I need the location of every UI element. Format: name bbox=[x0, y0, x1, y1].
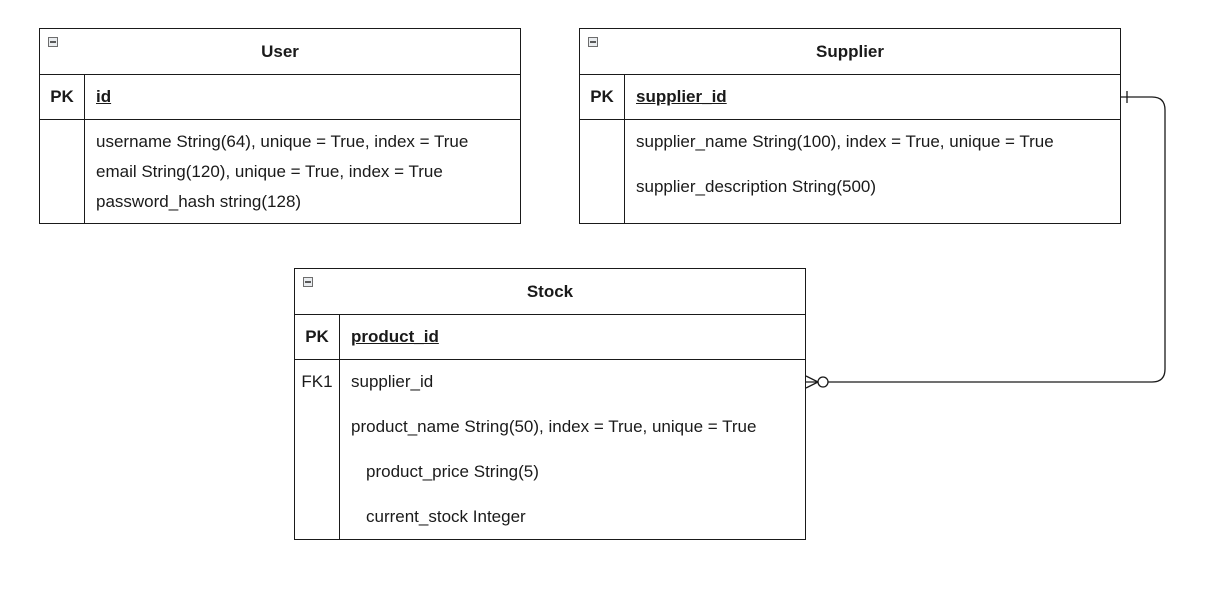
key-column bbox=[40, 120, 85, 223]
attributes-area: username String(64), unique = True, inde… bbox=[40, 120, 520, 223]
collapse-minus-icon[interactable] bbox=[588, 37, 598, 47]
attribute: product_name String(50), index = True, u… bbox=[351, 417, 757, 436]
collapse-minus-icon[interactable] bbox=[48, 37, 58, 47]
key-column: PK bbox=[40, 74, 85, 119]
entity-title: Supplier bbox=[580, 29, 1120, 75]
attributes-area: FK1 supplier_id product_name String(50),… bbox=[295, 360, 805, 539]
key-column: PK bbox=[295, 314, 340, 359]
key-column bbox=[580, 120, 625, 223]
entity-stock[interactable]: Stock PK product_id FK1 supplier_id prod… bbox=[294, 268, 806, 540]
entity-title: Stock bbox=[295, 269, 805, 315]
attribute: password_hash string(128) bbox=[96, 192, 302, 211]
pk-label: PK bbox=[50, 86, 74, 106]
attribute: username String(64), unique = True, inde… bbox=[96, 132, 469, 151]
attribute: current_stock Integer bbox=[366, 507, 526, 526]
key-column: FK1 bbox=[295, 360, 340, 539]
fk-label: FK1 bbox=[301, 372, 333, 391]
collapse-minus-icon[interactable] bbox=[303, 277, 313, 287]
primary-key-row: PK product_id bbox=[295, 314, 805, 360]
pk-label: PK bbox=[305, 326, 329, 346]
entity-user[interactable]: User PK id username String(64), unique =… bbox=[39, 28, 521, 224]
pk-field: supplier_id bbox=[636, 86, 727, 106]
pk-label: PK bbox=[590, 86, 614, 106]
entity-supplier[interactable]: Supplier PK supplier_id supplier_name St… bbox=[579, 28, 1121, 224]
attribute: email String(120), unique = True, index … bbox=[96, 162, 443, 181]
relationship-line[interactable] bbox=[806, 96, 1166, 383]
zero-or-many-marker bbox=[805, 375, 829, 389]
primary-key-row: PK id bbox=[40, 74, 520, 120]
attribute: supplier_id bbox=[351, 372, 434, 391]
attributes-area: supplier_name String(100), index = True,… bbox=[580, 120, 1120, 223]
attribute: product_price String(5) bbox=[366, 462, 539, 481]
key-column: PK bbox=[580, 74, 625, 119]
entity-title: User bbox=[40, 29, 520, 75]
attribute: supplier_name String(100), index = True,… bbox=[636, 132, 1054, 151]
primary-key-row: PK supplier_id bbox=[580, 74, 1120, 120]
pk-field: product_id bbox=[351, 326, 439, 346]
pk-field: id bbox=[96, 86, 112, 106]
attribute: supplier_description String(500) bbox=[636, 177, 877, 196]
